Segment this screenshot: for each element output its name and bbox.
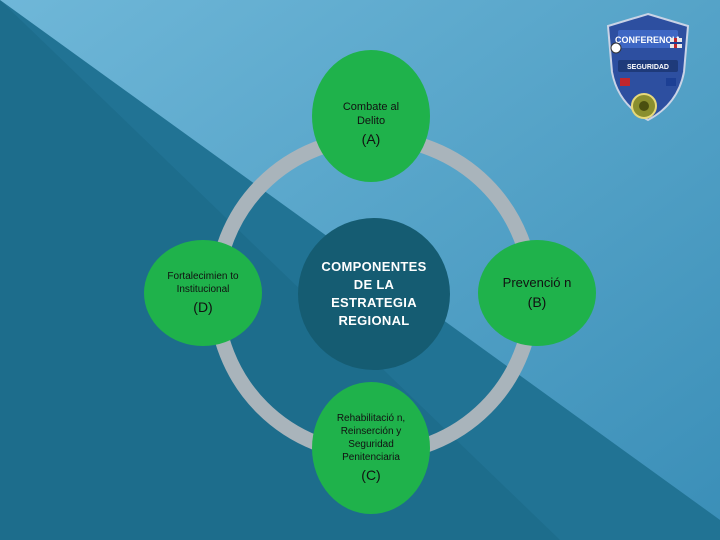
node-b-text: Prevenció n <box>502 275 572 290</box>
node-combate-al-delito: Combate al Delito (A) <box>312 50 430 182</box>
node-c-text: Rehabilitació n, Reinserción y Seguridad… <box>336 413 406 463</box>
conference-logo-icon: CONFERENCIA SEGURIDAD <box>606 12 690 122</box>
svg-text:SEGURIDAD: SEGURIDAD <box>627 64 669 71</box>
node-b-letter: (B) <box>527 294 547 310</box>
node-rehabilitacion: Rehabilitació n, Reinserción y Seguridad… <box>312 382 430 514</box>
svg-text:CONFERENCIA: CONFERENCIA <box>615 35 682 45</box>
node-a-text: Combate al Delito <box>342 101 400 127</box>
center-node: COMPONENTES DE LA ESTRATEGIA REGIONAL <box>298 218 450 370</box>
node-c-letter: (C) <box>361 467 381 483</box>
node-d-letter: (D) <box>193 299 213 315</box>
center-label: COMPONENTES DE LA ESTRATEGIA REGIONAL <box>321 259 427 328</box>
node-d-text: Fortalecimien to Institucional <box>167 271 239 295</box>
node-fortalecimiento: Fortalecimien to Institucional (D) <box>144 240 262 346</box>
node-prevencion: Prevenció n (B) <box>478 240 596 346</box>
node-a-letter: (A) <box>361 131 381 147</box>
